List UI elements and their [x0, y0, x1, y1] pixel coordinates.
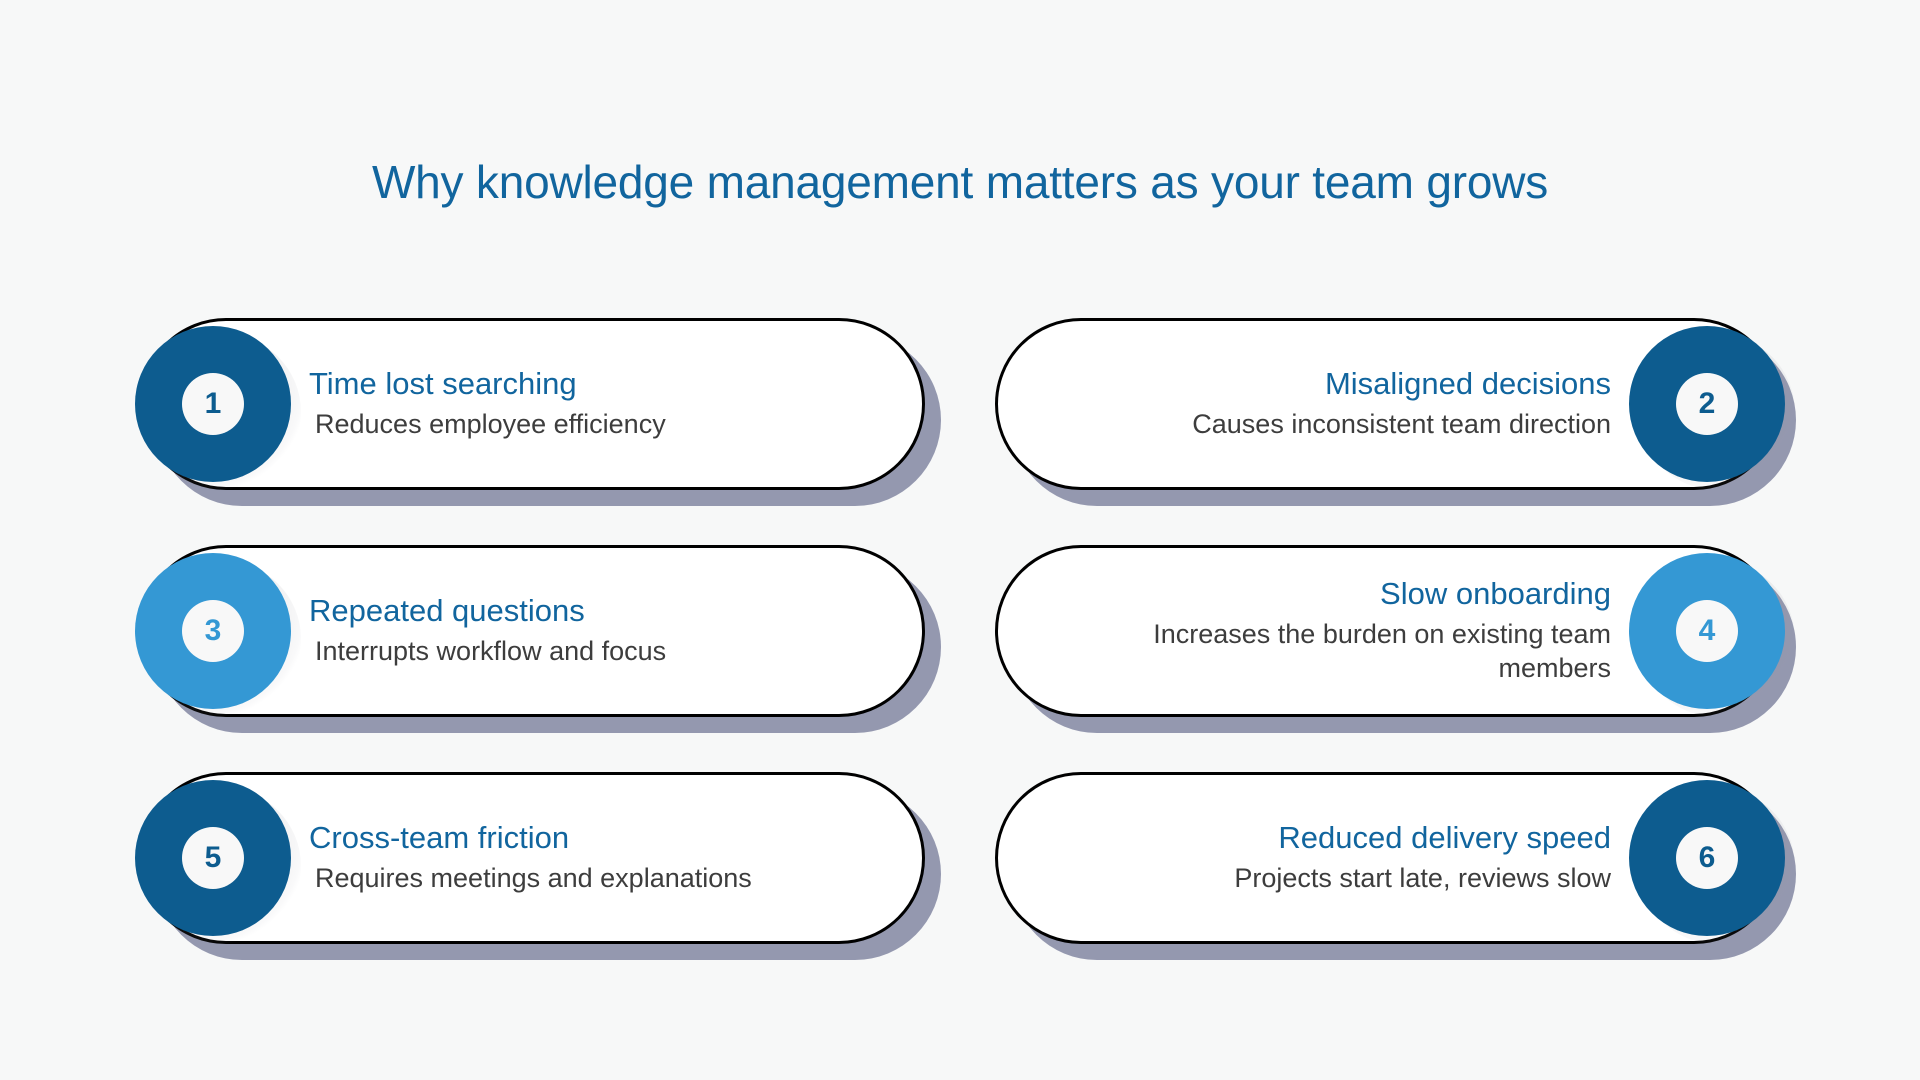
card-description: Reduces employee efficiency	[315, 409, 666, 440]
badge-number: 3	[182, 600, 244, 662]
card-heading: Repeated questions	[309, 593, 585, 629]
card-heading: Cross-team friction	[309, 820, 570, 856]
card-description: Increases the burden on existing team me…	[1153, 618, 1611, 684]
badge-circle: 3	[135, 553, 291, 709]
card-heading: Time lost searching	[309, 366, 577, 402]
badge-number: 5	[182, 827, 244, 889]
number-badge: 6	[1629, 780, 1795, 944]
badge-circle: 2	[1629, 326, 1785, 482]
number-badge: 4	[1629, 553, 1795, 717]
card-description: Interrupts workflow and focus	[315, 636, 667, 667]
number-badge: 2	[1629, 326, 1795, 490]
card-heading: Misaligned decisions	[1324, 366, 1611, 402]
card-description: Requires meetings and explanations	[315, 863, 752, 894]
number-badge: 3	[135, 553, 301, 717]
badge-circle: 1	[135, 326, 291, 482]
badge-circle: 4	[1629, 553, 1785, 709]
badge-circle: 5	[135, 780, 291, 936]
badge-number: 2	[1676, 373, 1738, 435]
number-badge: 5	[135, 780, 301, 944]
number-badge: 1	[135, 326, 301, 490]
badge-number: 1	[182, 373, 244, 435]
badge-circle: 6	[1629, 780, 1785, 936]
card-description: Causes inconsistent team direction	[1192, 409, 1611, 440]
card-description: Projects start late, reviews slow	[1234, 863, 1611, 894]
page-title: Why knowledge management matters as your…	[371, 156, 1549, 208]
card-heading: Reduced delivery speed	[1278, 820, 1611, 856]
card-heading: Slow onboarding	[1380, 576, 1611, 612]
badge-number: 6	[1676, 827, 1738, 889]
badge-number: 4	[1676, 600, 1738, 662]
